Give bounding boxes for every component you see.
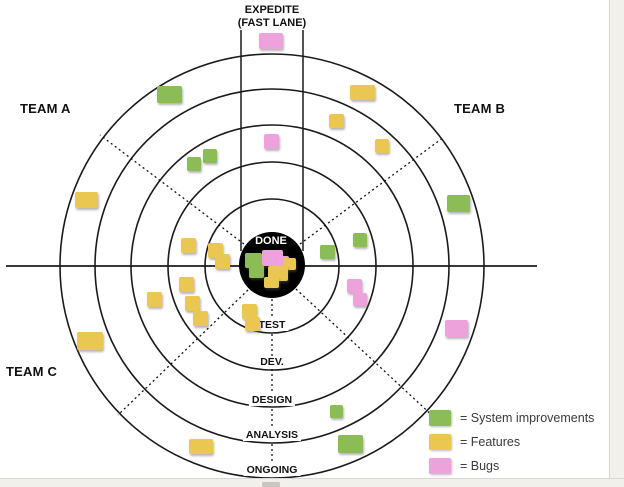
legend-row-features: = Features [429, 433, 594, 450]
sector-divider-lower-right [295, 288, 437, 420]
canvas-bottom-margin [0, 478, 624, 487]
team-a-label: TEAM A [20, 101, 71, 116]
team-b-label: TEAM B [454, 101, 506, 116]
sticky-note-system-improvement[interactable] [353, 233, 367, 247]
ring-label-design: DESIGN [248, 394, 296, 406]
sticky-note-system-improvement[interactable] [245, 253, 262, 268]
sticky-note-system-improvement[interactable] [320, 245, 335, 259]
sticky-note-feature[interactable] [375, 139, 389, 153]
sticky-note-system-improvement[interactable] [249, 265, 264, 278]
sticky-note-system-improvement[interactable] [447, 195, 470, 212]
sticky-note-feature[interactable] [215, 254, 230, 269]
sticky-note-bug[interactable] [259, 33, 283, 49]
sticky-note-feature[interactable] [189, 439, 213, 454]
sticky-note-feature[interactable] [147, 292, 162, 307]
sticky-note-system-improvement[interactable] [157, 86, 182, 103]
sticky-note-feature[interactable] [193, 311, 208, 326]
sticky-note-bug[interactable] [347, 279, 362, 293]
yellow-note-swatch [429, 433, 451, 450]
sticky-note-feature[interactable] [181, 238, 196, 253]
sector-divider-upper-right [299, 136, 445, 245]
fast-lane-label: (FAST LANE) [237, 17, 307, 29]
sticky-note-bug[interactable] [264, 134, 279, 149]
sector-divider-upper-left [99, 134, 245, 245]
sticky-note-bug[interactable] [445, 320, 468, 337]
sticky-note-feature[interactable] [185, 296, 200, 311]
sticky-note-system-improvement[interactable] [338, 435, 363, 453]
ring-label-ongoing: ONGOING [243, 464, 301, 476]
green-note-swatch [429, 409, 451, 426]
ring-label-dev: DEV. [257, 356, 287, 368]
sticky-note-feature[interactable] [179, 277, 194, 292]
team-c-label: TEAM C [6, 364, 58, 379]
sticky-note-feature[interactable] [245, 317, 260, 331]
legend-row-system-improvements: = System improvements [429, 409, 594, 426]
sticky-note-feature[interactable] [350, 85, 375, 100]
legend-label: = Features [460, 434, 521, 449]
sticky-note-bug[interactable] [353, 293, 367, 306]
sticky-note-feature[interactable] [329, 114, 344, 128]
ring-label-test: TEST [255, 319, 289, 331]
sticky-note-feature[interactable] [77, 332, 103, 350]
sector-divider-lower-left [117, 289, 249, 416]
expedite-label: EXPEDITE [244, 4, 300, 16]
sticky-note-feature[interactable] [264, 277, 279, 288]
sticky-note-system-improvement[interactable] [187, 157, 201, 171]
legend: = System improvements = Features = Bugs [429, 409, 594, 481]
sticky-note-system-improvement[interactable] [203, 149, 217, 163]
legend-label: = Bugs [460, 458, 500, 473]
canvas-edge-tab [262, 482, 280, 487]
ring-label-analysis: ANALYSIS [242, 429, 302, 441]
done-label: DONE [255, 235, 287, 247]
pink-note-swatch [429, 457, 451, 474]
legend-label: = System improvements [460, 410, 595, 425]
legend-row-bugs: = Bugs [429, 457, 594, 474]
sticky-note-feature[interactable] [75, 192, 98, 208]
sticky-note-system-improvement[interactable] [330, 405, 343, 418]
sticky-note-feature[interactable] [242, 304, 257, 319]
canvas-right-margin [609, 0, 624, 487]
